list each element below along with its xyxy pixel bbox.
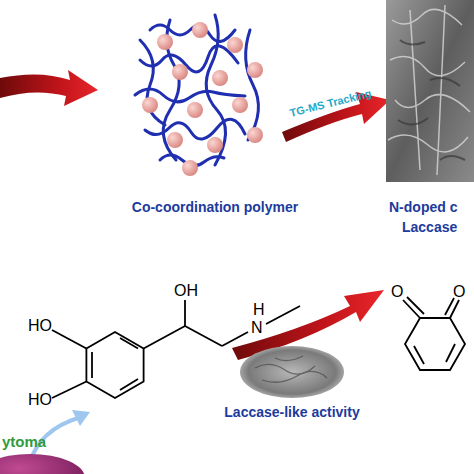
sem-image (386, 0, 474, 182)
atom-label: H (253, 302, 265, 318)
atom-label: HO (28, 392, 52, 408)
cell-illustration (0, 454, 85, 474)
cell-label: ytoma (2, 434, 46, 449)
atom-label: N (251, 320, 263, 336)
metal-spheres (142, 22, 263, 176)
caption-text: Laccase-like activity (224, 405, 359, 419)
process-arrow (0, 70, 98, 106)
caption-text: N-doped c (389, 200, 457, 214)
pointer-arrowhead (72, 410, 90, 426)
atom-label: O (391, 284, 403, 300)
caption-text: Co-coordination polymer (132, 200, 298, 214)
caption-text: Laccase (402, 220, 457, 234)
polymer-chains (135, 15, 258, 166)
atom-label: HO (28, 318, 52, 334)
atom-label: O (453, 284, 465, 300)
sem-disc (240, 346, 344, 398)
quinone-structure (403, 297, 465, 370)
atom-label: OH (174, 283, 198, 299)
